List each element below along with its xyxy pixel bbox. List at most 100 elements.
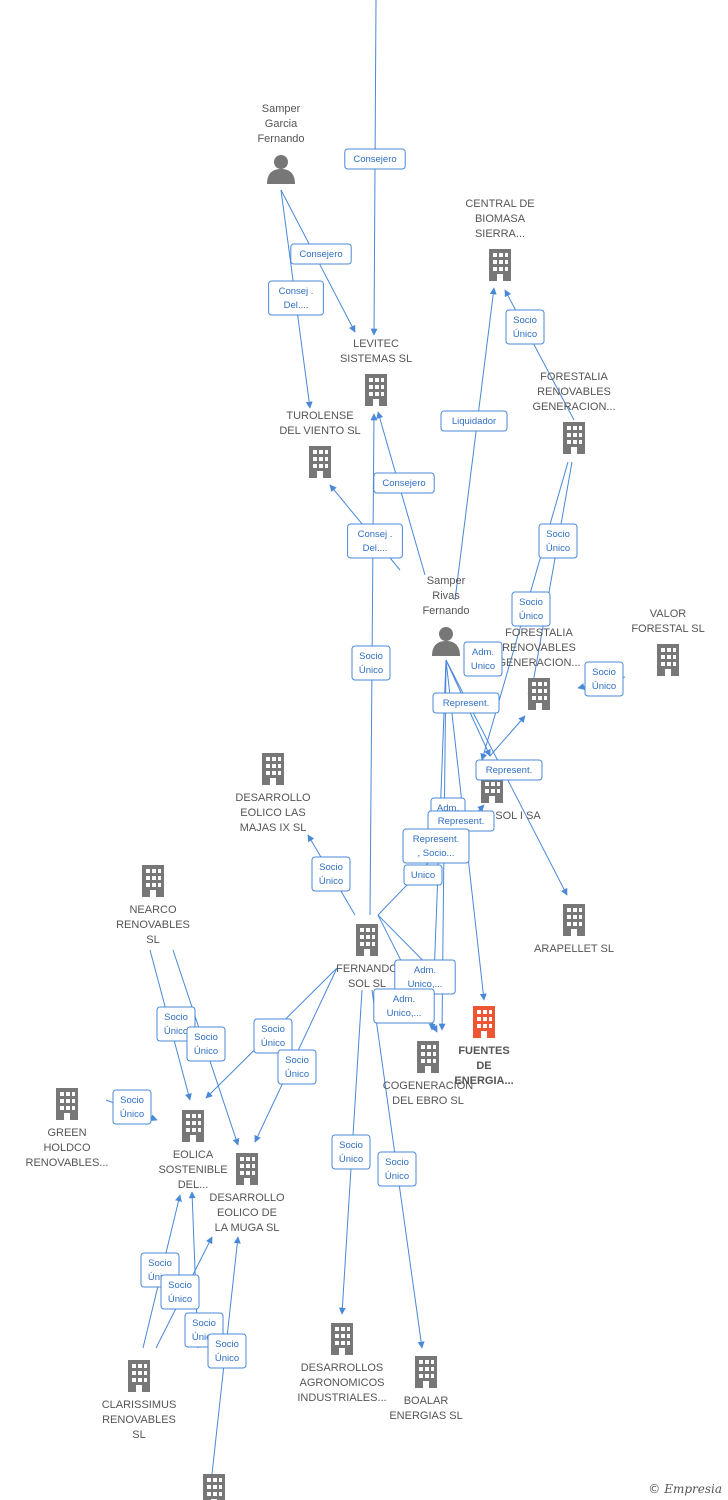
relation-badge[interactable]: Represent., Socio...	[402, 828, 470, 864]
relation-badge[interactable]: Consej .Del....	[347, 523, 403, 559]
building-icon	[415, 1356, 437, 1388]
badge-box	[347, 523, 403, 559]
node-label: Garcia	[265, 118, 298, 130]
relation-badge[interactable]: Represent.	[475, 759, 543, 781]
node-central-biomasa[interactable]: CENTRAL DEBIOMASASIERRA...	[465, 198, 535, 281]
node-desarrollos-agro[interactable]: DESARROLLOSAGRONOMICOSINDUSTRIALES...	[297, 1323, 387, 1404]
relation-badge[interactable]: Represent.	[432, 692, 500, 714]
badge-label: Consejero	[299, 249, 342, 260]
badge-label: Único	[120, 1109, 144, 1120]
badge-box	[373, 472, 435, 494]
node-label: Samper	[427, 575, 466, 587]
badge-label: Adm.	[414, 965, 436, 976]
relation-badge[interactable]: Unico	[403, 864, 443, 886]
node-label: VALOR	[650, 608, 687, 620]
badge-label: Único	[192, 1332, 216, 1343]
node-forestalia-2[interactable]: FORESTALIARENOVABLESGENERACION...	[497, 627, 581, 710]
node-bottom-company[interactable]	[203, 1474, 225, 1500]
badge-label: Único	[339, 1154, 363, 1165]
node-label: DEL EBRO SL	[392, 1095, 464, 1107]
node-eolica-sostenible[interactable]: EOLICASOSTENIBLEDEL...	[158, 1110, 228, 1191]
relation-badge[interactable]: Adm.Unico,...	[373, 988, 435, 1024]
node-fuentes[interactable]: FUENTESDEENERGIA...	[454, 1006, 514, 1087]
node-label: ENERGIA...	[454, 1075, 513, 1087]
badge-box	[475, 759, 543, 781]
node-label: SOL SL	[348, 978, 386, 990]
badge-label: Adm.	[437, 803, 459, 814]
badge-label: Liquidador	[452, 416, 496, 427]
badge-label: Socio	[359, 651, 383, 662]
node-label: RENOVABLES	[102, 1414, 176, 1426]
node-label: EOLICA	[173, 1149, 214, 1161]
badge-box	[402, 828, 470, 864]
node-label: GENERACION...	[532, 401, 615, 413]
badge-label: Socio	[120, 1095, 144, 1106]
node-sol-i[interactable]: SOL I SA	[481, 771, 541, 822]
badge-box	[377, 1151, 417, 1187]
badge-label: Socio	[261, 1024, 285, 1035]
node-arapellet[interactable]: ARAPELLET SL	[534, 904, 614, 955]
badge-box	[290, 243, 352, 265]
brand-watermark: ©Empresia	[648, 1482, 722, 1496]
node-label: RENOVABLES...	[26, 1157, 109, 1169]
badge-label: Socio	[319, 862, 343, 873]
badge-label: Unico	[471, 661, 495, 672]
relation-badge[interactable]: Consejero	[290, 243, 352, 265]
building-icon	[417, 1041, 439, 1073]
relation-badge[interactable]: Adm.Unico	[463, 641, 503, 677]
badge-label: Socio	[385, 1157, 409, 1168]
node-green-holdco[interactable]: GREENHOLDCORENOVABLES...	[26, 1088, 109, 1169]
badge-box	[344, 148, 406, 170]
edge-line	[454, 287, 497, 601]
relation-badge[interactable]: Adm.Unico,...	[394, 959, 456, 995]
node-label: DESARROLLO	[235, 792, 311, 804]
badge-label: Unico,...	[387, 1008, 422, 1019]
badge-label: Socio	[168, 1280, 192, 1291]
node-label: BIOMASA	[475, 213, 526, 225]
relation-badge[interactable]: Consej .Del....	[268, 280, 324, 316]
relation-badge[interactable]: Liquidador	[440, 410, 508, 432]
node-forestalia-1[interactable]: FORESTALIARENOVABLESGENERACION...	[532, 371, 616, 454]
node-label: RENOVABLES	[502, 642, 576, 654]
badge-label: Socio	[339, 1140, 363, 1151]
badge-box	[112, 1089, 152, 1125]
badge-label: Único	[148, 1272, 172, 1283]
relation-badge[interactable]: Consejero	[373, 472, 435, 494]
node-label: Rivas	[432, 590, 460, 602]
node-label: NEARCO	[129, 904, 177, 916]
node-label: Fernando	[257, 133, 304, 145]
relation-badge[interactable]: Represent.	[427, 810, 495, 832]
badge-box	[277, 1049, 317, 1085]
relation-badge[interactable]: Consejero	[344, 148, 406, 170]
badge-box	[373, 988, 435, 1024]
badge-label: Represent.	[438, 816, 484, 827]
